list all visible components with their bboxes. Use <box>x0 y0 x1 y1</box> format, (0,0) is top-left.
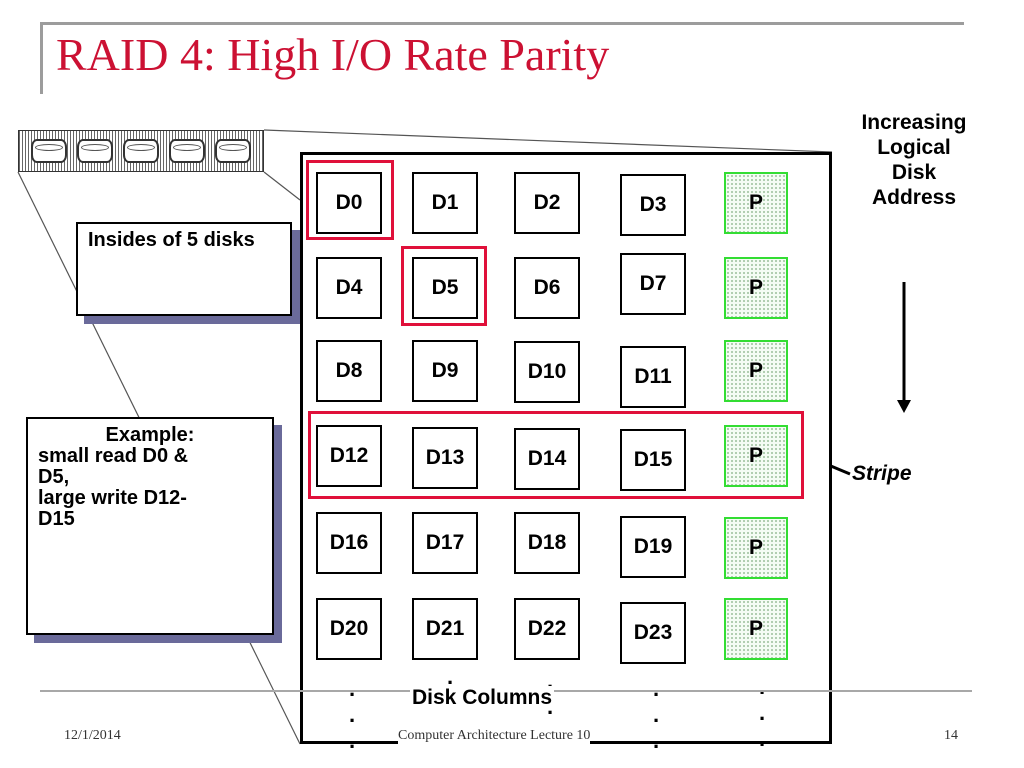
footer-course: Computer Architecture Lecture 10 <box>398 728 591 744</box>
example-line: D5, <box>38 466 70 488</box>
disk-array-icon <box>18 130 264 172</box>
stripe-label: Stripe <box>852 462 912 485</box>
example-heading: Example: <box>105 424 195 446</box>
address-label-line: Increasing <box>861 111 967 134</box>
disk-icon <box>215 139 251 163</box>
disk-columns-label: Disk Columns <box>410 686 555 710</box>
callout-inside-disks: Insides of 5 disks <box>76 222 292 316</box>
disk-icon <box>169 139 205 163</box>
title-left-rule <box>40 22 43 94</box>
highlight-d0-read <box>306 160 394 240</box>
address-arrow-head <box>897 400 911 413</box>
address-label-line: Disk <box>891 161 937 184</box>
footer-date: 12/1/2014 <box>64 728 121 743</box>
address-label: Increasing Logical Disk Address <box>842 110 986 210</box>
footer-page-number: 14 <box>944 728 958 743</box>
zoom-line-top-right <box>263 129 833 153</box>
disk-icon <box>77 139 113 163</box>
highlight-d5-read <box>401 246 487 326</box>
zoom-line-inner <box>263 171 301 201</box>
disk-icon <box>31 139 67 163</box>
example-line: D15 <box>38 508 75 530</box>
address-label-line: Address <box>871 186 957 209</box>
callout-inside-text: Insides of 5 disks <box>88 229 255 251</box>
callout-example: Example: small read D0 & D5, large write… <box>26 417 274 635</box>
example-line: small read D0 & <box>38 445 189 467</box>
address-label-line: Logical <box>877 136 951 159</box>
example-line: large write D12- <box>38 487 187 509</box>
disk-icon <box>123 139 159 163</box>
highlight-stripe-write <box>308 411 804 499</box>
title-top-rule <box>40 22 964 25</box>
slide-title: RAID 4: High I/O Rate Parity <box>56 29 610 80</box>
